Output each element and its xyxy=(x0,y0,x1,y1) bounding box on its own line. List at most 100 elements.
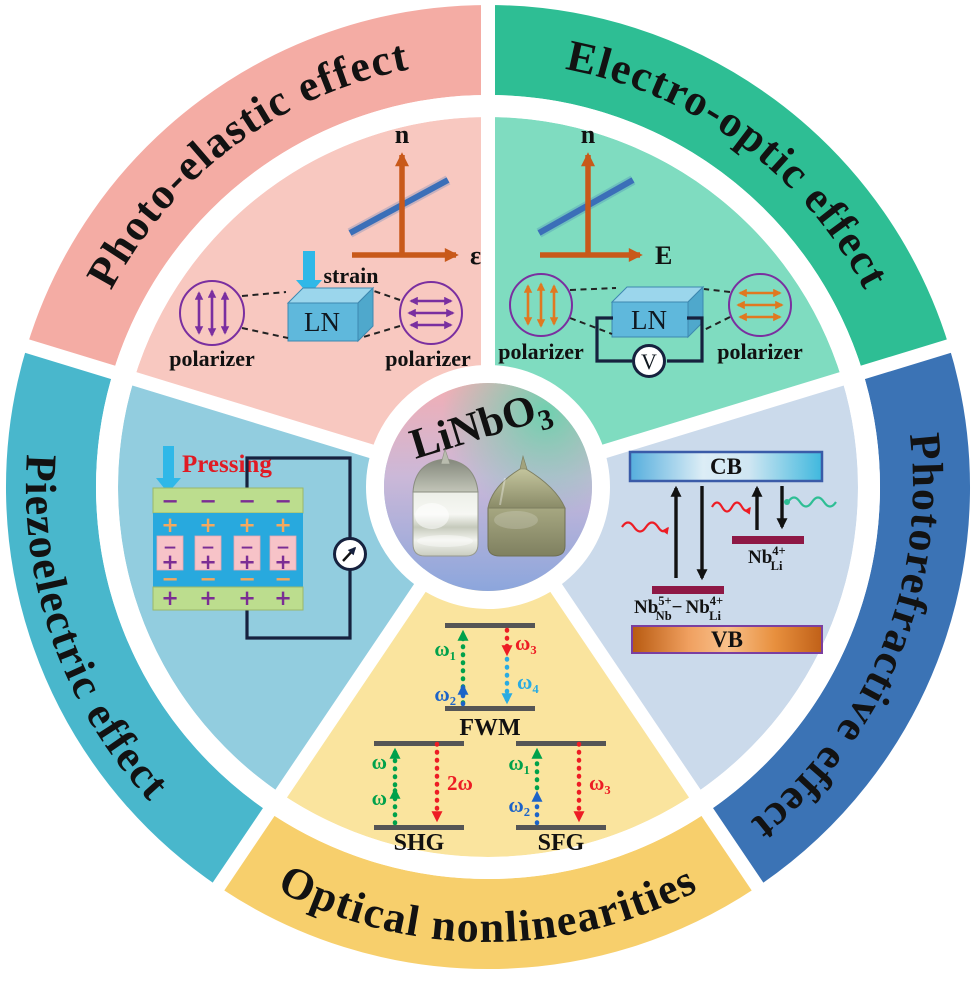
ln-crystal-cube: LN xyxy=(286,286,375,343)
svg-text:−: − xyxy=(161,489,179,513)
svg-text:−: − xyxy=(274,489,292,513)
sfg-upper-level xyxy=(516,741,606,746)
y-axis-label: n xyxy=(395,120,410,149)
piezoelectric-ring-segment xyxy=(6,346,270,887)
n-epsilon-curve xyxy=(348,177,450,236)
sfg-diagram: ω₁ ω₂ ω₃ SFG xyxy=(508,741,611,856)
svg-text:+: + xyxy=(199,586,217,610)
polarizer-label: polarizer xyxy=(169,346,255,371)
svg-text:+: + xyxy=(274,550,292,574)
svg-text:+: + xyxy=(161,586,179,610)
piezoelectric-diagram: Pressing −−−− ++++ −−−− ++++ −−−− ++++ xyxy=(152,446,367,640)
valence-band-bar xyxy=(631,625,823,654)
strain-label: strain xyxy=(324,263,379,288)
connector-dash xyxy=(701,316,731,332)
sfg-omega3-label: ω₃ xyxy=(589,771,611,795)
x-axis-label: E xyxy=(655,241,672,270)
polarizer-label: polarizer xyxy=(385,346,471,371)
svg-text:+: + xyxy=(238,513,256,537)
conduction-band-label: CB xyxy=(710,454,742,479)
polarizer-vertical-icon xyxy=(179,280,245,346)
separators xyxy=(7,0,969,906)
svg-text:+: + xyxy=(161,550,179,574)
fwm-omega1-label: ω₁ xyxy=(434,637,456,661)
shg-omega-label-lower: ω xyxy=(372,786,387,810)
optical-nonlinearities-wedge xyxy=(281,487,695,857)
voltage-wire-left xyxy=(595,316,632,363)
sfg-omega1-label: ω₁ xyxy=(508,751,530,775)
crystal-boule-clear xyxy=(412,447,479,557)
valence-band-label: VB xyxy=(711,627,743,652)
bound-charges-bottom: −−−− xyxy=(161,567,292,591)
fwm-upper-level xyxy=(445,623,535,628)
svg-text:+: + xyxy=(199,513,217,537)
optical-nonlinearities-ring-segment xyxy=(218,811,758,970)
electrode-bottom xyxy=(152,586,304,611)
electrode-bottom-charges: ++++ xyxy=(161,586,292,610)
voltage-wire-right xyxy=(667,316,704,363)
crystal-label: LN xyxy=(631,305,667,335)
svg-text:+: + xyxy=(238,586,256,610)
connector-dash xyxy=(241,291,287,297)
trap-level-label: Nb4+Li xyxy=(748,544,786,573)
polarizer-vertical-icon xyxy=(509,273,573,337)
svg-text:+: + xyxy=(199,550,217,574)
fwm-omega4-label: ω₄ xyxy=(517,670,539,694)
dipole-cells xyxy=(156,535,297,571)
x-axis-label: ε xyxy=(470,241,481,270)
svg-text:−: − xyxy=(161,567,179,591)
shg-2omega-label: 2ω xyxy=(447,771,473,795)
shg-label: SHG xyxy=(394,830,445,856)
connector-dash xyxy=(373,290,401,301)
svg-text:−: − xyxy=(238,489,256,513)
optical-nonlinearities-diagram: ω₁ ω₂ ω₃ ω₄ FWM ω ω 2ω SHG ω₁ ω₂ ω xyxy=(372,623,611,856)
red-photon-wave xyxy=(711,501,751,515)
polarizer-horizontal-icon xyxy=(728,273,792,337)
shg-diagram: ω ω 2ω SHG xyxy=(372,741,473,856)
svg-text:−: − xyxy=(163,538,177,558)
red-photon-wave xyxy=(621,521,669,535)
polarizer-label: polarizer xyxy=(498,339,584,364)
photo-elastic-diagram: n ε strain LN polarizer pol xyxy=(169,120,481,371)
svg-text:−: − xyxy=(199,567,217,591)
svg-text:+: + xyxy=(161,513,179,537)
ln-crystal-cube: LN xyxy=(610,285,705,339)
svg-text:−: − xyxy=(201,538,215,558)
center-medallion: LiNbO3 xyxy=(384,383,592,591)
shg-omega-label-upper: ω xyxy=(372,750,387,774)
connector-dash xyxy=(359,325,401,339)
polarizer-horizontal-icon xyxy=(399,281,463,345)
fwm-diagram: ω₁ ω₂ ω₃ ω₄ FWM xyxy=(434,623,539,741)
voltmeter-icon xyxy=(632,344,666,378)
circuit-wire-top xyxy=(245,456,352,539)
crystal-boule-olive xyxy=(487,454,566,557)
voltmeter-label: V xyxy=(641,349,657,374)
polarizer-label: polarizer xyxy=(717,339,803,364)
electro-optic-ring-segment xyxy=(487,5,949,373)
sfg-label: SFG xyxy=(538,830,585,856)
svg-text:+: + xyxy=(274,513,292,537)
shg-upper-level xyxy=(374,741,464,746)
svg-text:−: − xyxy=(276,538,290,558)
photorefractive-ring-segment xyxy=(706,346,970,887)
connector-dash xyxy=(703,288,731,293)
svg-text:−: − xyxy=(238,567,256,591)
electrode-top-charges: −−−− xyxy=(161,489,292,513)
circuit-wire-bottom xyxy=(245,570,352,640)
photorefractive-diagram: CB VB Nb4+Li Nb5+Nb−Nb4+Li xyxy=(621,450,837,654)
svg-text:−: − xyxy=(274,567,292,591)
photo-elastic-ring-segment xyxy=(27,5,489,373)
y-axis-label: n xyxy=(581,120,596,149)
sfg-omega2-label: ω₂ xyxy=(508,793,530,817)
fwm-label: FWM xyxy=(459,715,520,741)
electro-optic-diagram: n E LN V polarizer polarizer xyxy=(498,120,803,378)
svg-text:−: − xyxy=(199,489,217,513)
sfg-lower-level xyxy=(516,825,606,830)
trap-level xyxy=(732,536,804,544)
bound-charges-top: + + + + xyxy=(161,513,292,537)
polaron-pair-level xyxy=(652,586,724,594)
fwm-lower-level xyxy=(445,706,535,711)
svg-text:+: + xyxy=(238,550,256,574)
